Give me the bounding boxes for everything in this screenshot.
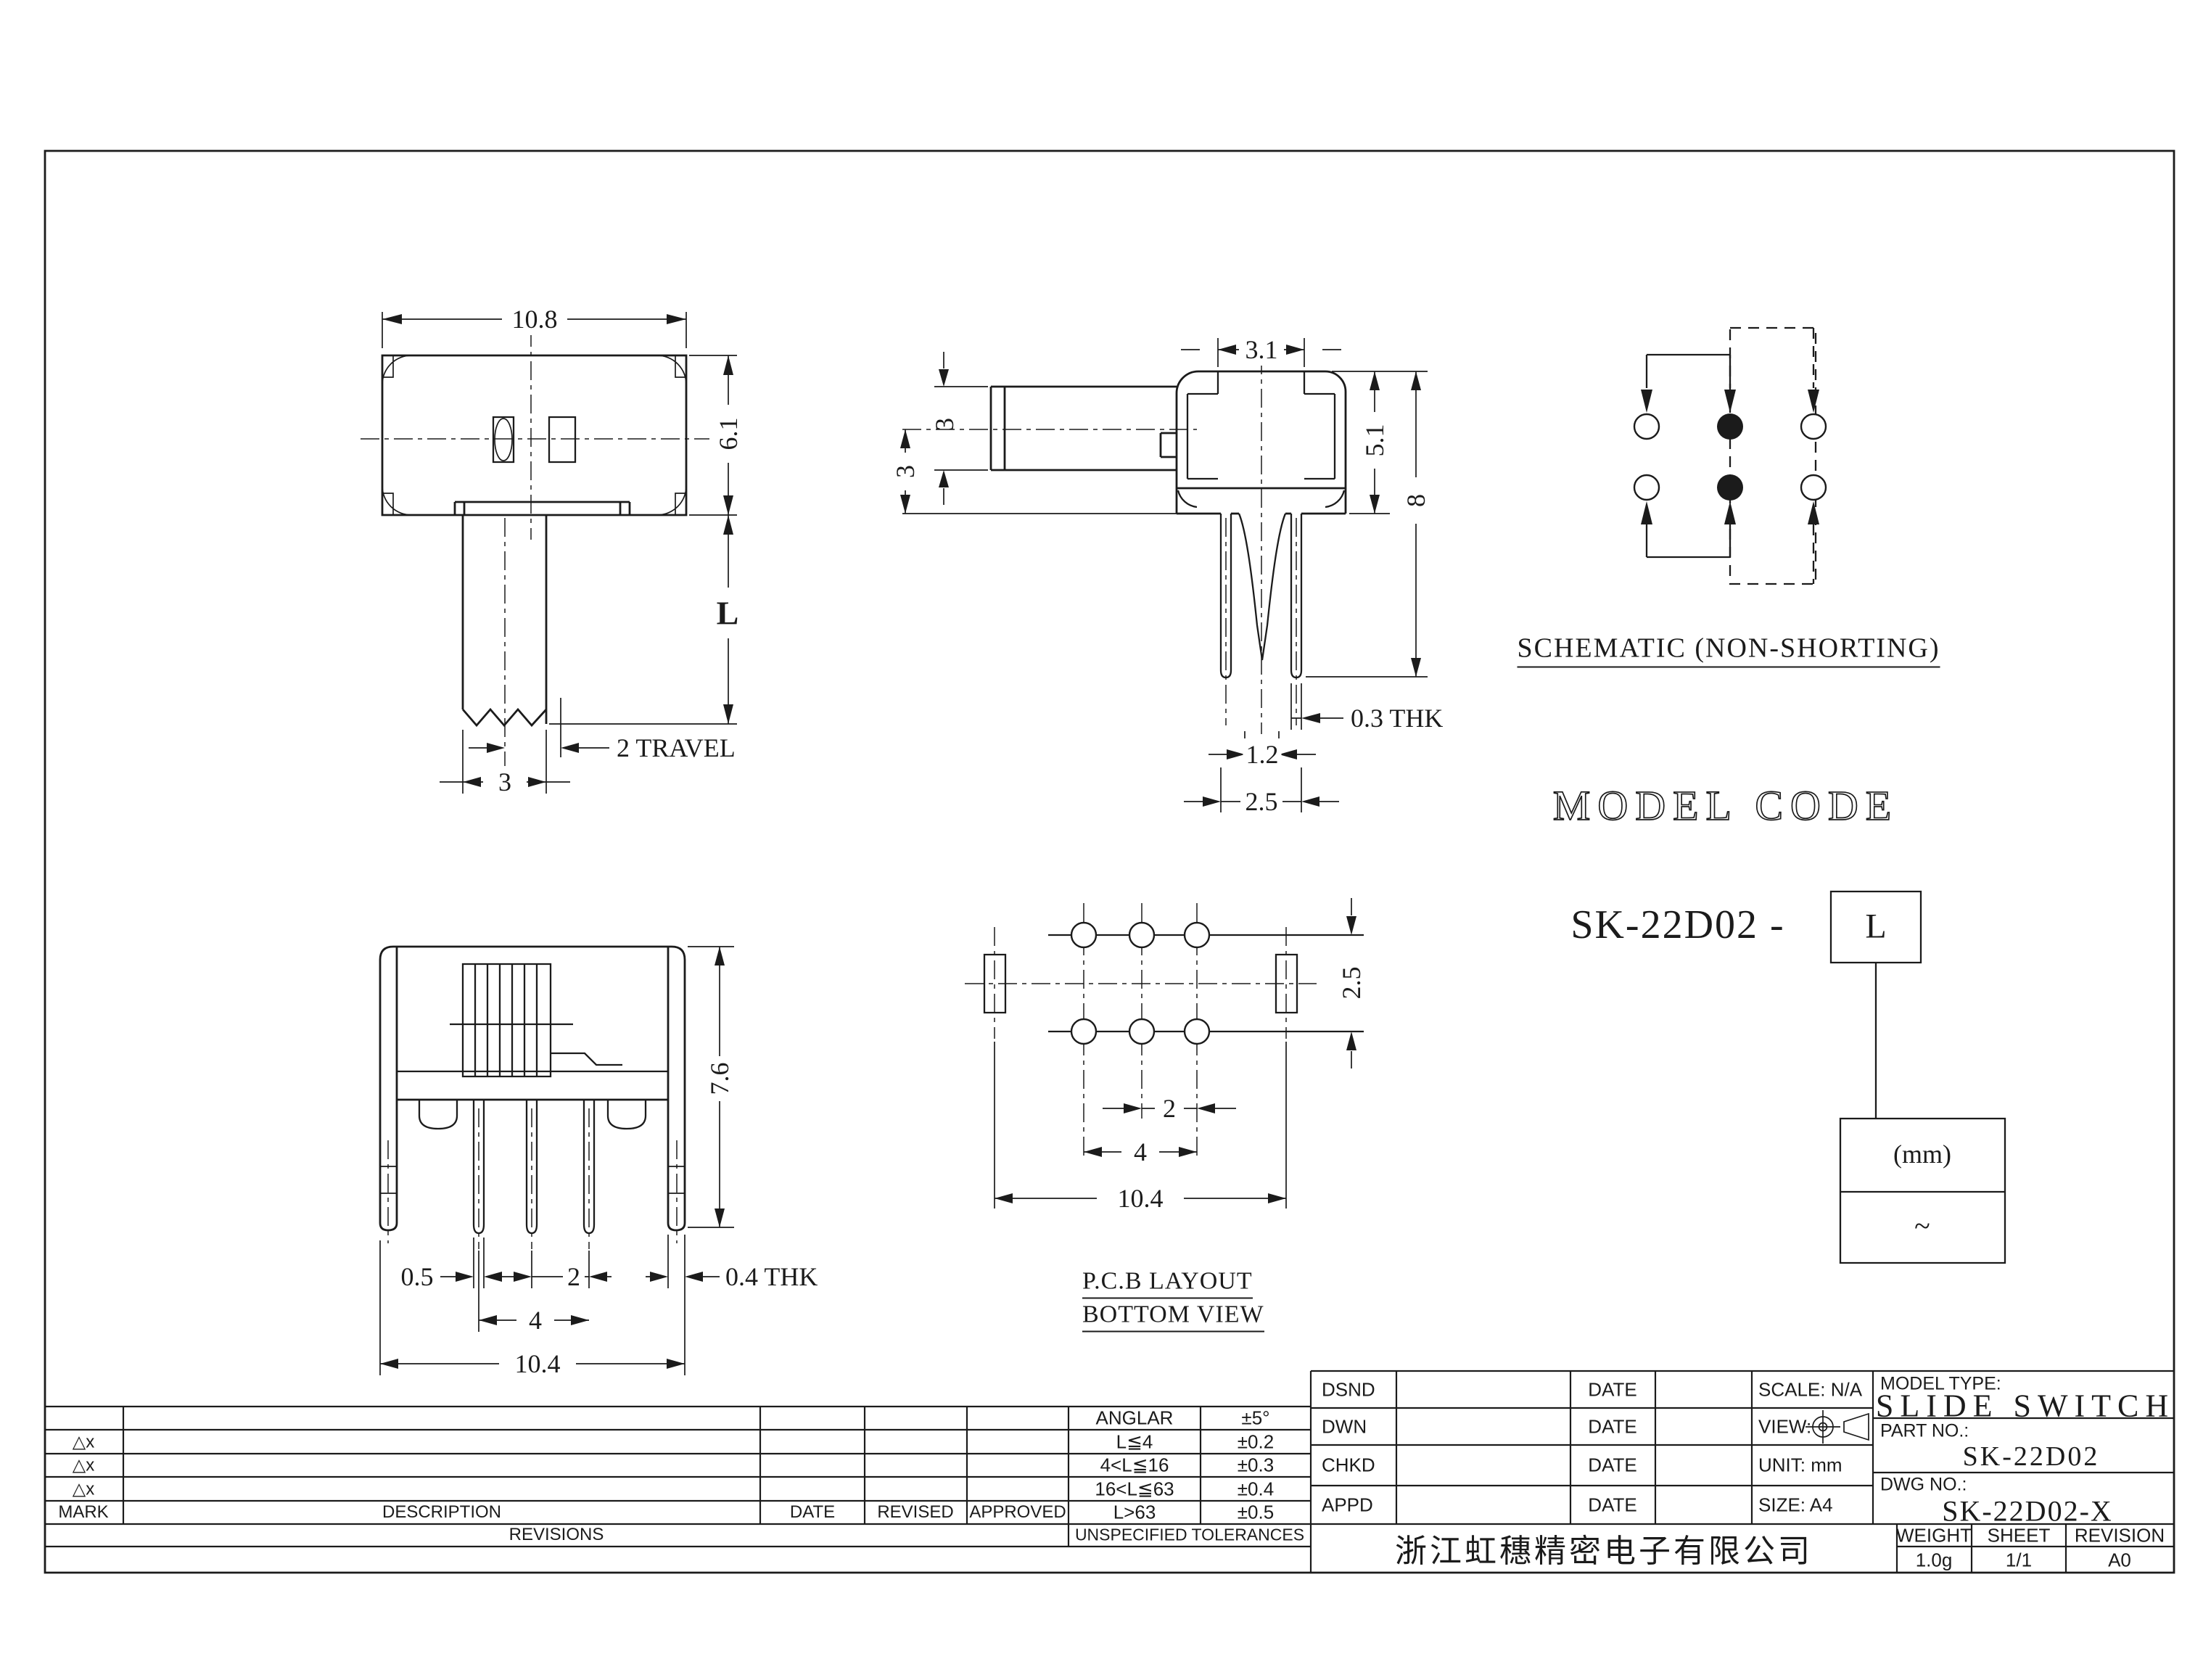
dim-side-slot-width: 3.1 <box>1242 334 1281 366</box>
dim-bottom-pin-span: 4 <box>526 1304 545 1336</box>
dim-bottom-total-width: 10.4 <box>511 1348 564 1380</box>
weight-label: WEIGHT <box>1896 1524 1972 1547</box>
model-type-label: MODEL TYPE: <box>1880 1373 2001 1394</box>
revision-mark-1: △x <box>72 1432 95 1452</box>
dim-front-knob-width: 3 <box>495 766 514 798</box>
part-no-value: SK-22D02 <box>1962 1441 2100 1472</box>
approval-role-chkd: CHKD <box>1322 1454 1375 1476</box>
revision-mark-2: △x <box>72 1455 95 1475</box>
model-type-value: SLIDE SWITCH <box>1875 1388 2175 1424</box>
pcb-layout-title: P.C.B LAYOUT <box>1082 1268 1253 1299</box>
tolerance-range-3: 4<L≦16 <box>1100 1454 1169 1476</box>
approval-date-appd: DATE <box>1588 1494 1637 1516</box>
dim-front-travel: 2 TRAVEL <box>617 733 736 762</box>
tolerance-range-1: ANGLAR <box>1095 1407 1174 1429</box>
field-scale: SCALE: N/A <box>1758 1378 1863 1401</box>
dim-bottom-pin-pitch: 2 <box>564 1261 583 1293</box>
dwg-no-value: SK-22D02-X <box>1942 1494 2113 1528</box>
revisions-footer: REVISIONS <box>509 1525 604 1544</box>
dim-side-pin-thickness: 0.3 THK <box>1351 704 1444 733</box>
model-code-unit: (mm) <box>1893 1140 1951 1169</box>
front-view-linework <box>361 312 737 794</box>
tolerance-range-5: L>63 <box>1113 1501 1156 1523</box>
model-code-heading: MODEL CODE <box>1553 782 1898 829</box>
tolerance-value-3: ±0.3 <box>1237 1454 1275 1476</box>
revisions-col-date: DATE <box>789 1502 836 1522</box>
tolerances-header: UNSPECIFIED TOLERANCES <box>1074 1525 1305 1544</box>
field-size: SIZE: A4 <box>1758 1494 1833 1516</box>
model-code-base: SK-22D02 - <box>1570 902 1785 947</box>
approval-role-dsnd: DSND <box>1322 1378 1375 1401</box>
schematic-title: SCHEMATIC (NON-SHORTING) <box>1517 633 1940 668</box>
revision-mark-3: △x <box>72 1479 95 1499</box>
approval-role-appd: APPD <box>1322 1494 1373 1516</box>
bottom-view-linework <box>379 945 734 1375</box>
sheet-border <box>44 149 2175 1574</box>
revisions-col-approved: APPROVED <box>969 1502 1066 1522</box>
dim-bottom-height: 7.6 <box>704 1059 736 1098</box>
approval-date-chkd: DATE <box>1588 1454 1637 1476</box>
dim-side-total-height: 8 <box>1400 491 1432 510</box>
dim-side-pin-gap: 1.2 <box>1243 738 1282 770</box>
tolerance-range-4: 16<L≦63 <box>1095 1478 1174 1500</box>
field-view: VIEW: <box>1758 1415 1812 1438</box>
company-name: 浙江虹穗精密电子有限公司 <box>1395 1533 1813 1569</box>
model-code-length-box: L <box>1865 907 1887 946</box>
revisions-col-description: DESCRIPTION <box>382 1502 502 1522</box>
dim-front-length: L <box>713 593 742 633</box>
side-view-linework <box>900 338 1428 812</box>
schematic-linework <box>1633 326 1827 585</box>
tolerance-range-2: L≦4 <box>1116 1430 1153 1453</box>
dim-bottom-bracket-width: 0.5 <box>398 1261 437 1293</box>
dim-side-pin-spacing: 2.5 <box>1242 786 1281 818</box>
dim-pcb-total-width: 10.4 <box>1114 1182 1166 1214</box>
sheet-value: 1/1 <box>2005 1549 2033 1571</box>
dim-side-body-height: 5.1 <box>1359 421 1391 460</box>
revisions-col-revised: REVISED <box>877 1502 954 1522</box>
revision-label: REVISION <box>2074 1524 2165 1547</box>
approval-role-dwn: DWN <box>1322 1415 1367 1438</box>
revision-value: A0 <box>2108 1549 2131 1571</box>
approval-date-dsnd: DATE <box>1588 1378 1637 1401</box>
tolerance-value-5: ±0.5 <box>1237 1501 1275 1523</box>
sheet-label: SHEET <box>1987 1524 2051 1547</box>
approval-date-dwn: DATE <box>1588 1415 1637 1438</box>
tolerance-value-2: ±0.2 <box>1237 1430 1275 1453</box>
weight-value: 1.0g <box>1915 1549 1953 1571</box>
dim-pcb-row-pitch: 2.5 <box>1335 963 1367 1002</box>
part-no-label: PART NO.: <box>1880 1420 1969 1441</box>
dwg-no-label: DWG NO.: <box>1880 1474 1967 1495</box>
pcb-layout-linework <box>965 898 1364 1208</box>
field-unit: UNIT: mm <box>1758 1454 1842 1476</box>
model-code-linework <box>1829 890 2006 1264</box>
dim-pcb-pin-span: 4 <box>1131 1136 1150 1168</box>
title-block-grid <box>45 1370 2174 1573</box>
dim-front-width: 10.8 <box>509 303 561 335</box>
dim-pcb-pin-pitch: 2 <box>1160 1092 1179 1124</box>
first-angle-projection-icon <box>1806 1410 1869 1444</box>
model-code-range: ~ <box>1914 1209 1930 1243</box>
dim-bottom-thickness: 0.4 THK <box>725 1262 818 1291</box>
dim-side-stem-height: 3 <box>930 418 959 431</box>
dim-side-stem-offset: 3 <box>889 462 921 481</box>
revisions-col-mark: MARK <box>58 1502 109 1522</box>
pcb-layout-subtitle: BOTTOM VIEW <box>1082 1301 1264 1333</box>
dim-front-height: 6.1 <box>712 414 744 453</box>
tolerance-value-4: ±0.4 <box>1237 1478 1275 1500</box>
tolerance-value-1: ±5° <box>1241 1407 1270 1429</box>
